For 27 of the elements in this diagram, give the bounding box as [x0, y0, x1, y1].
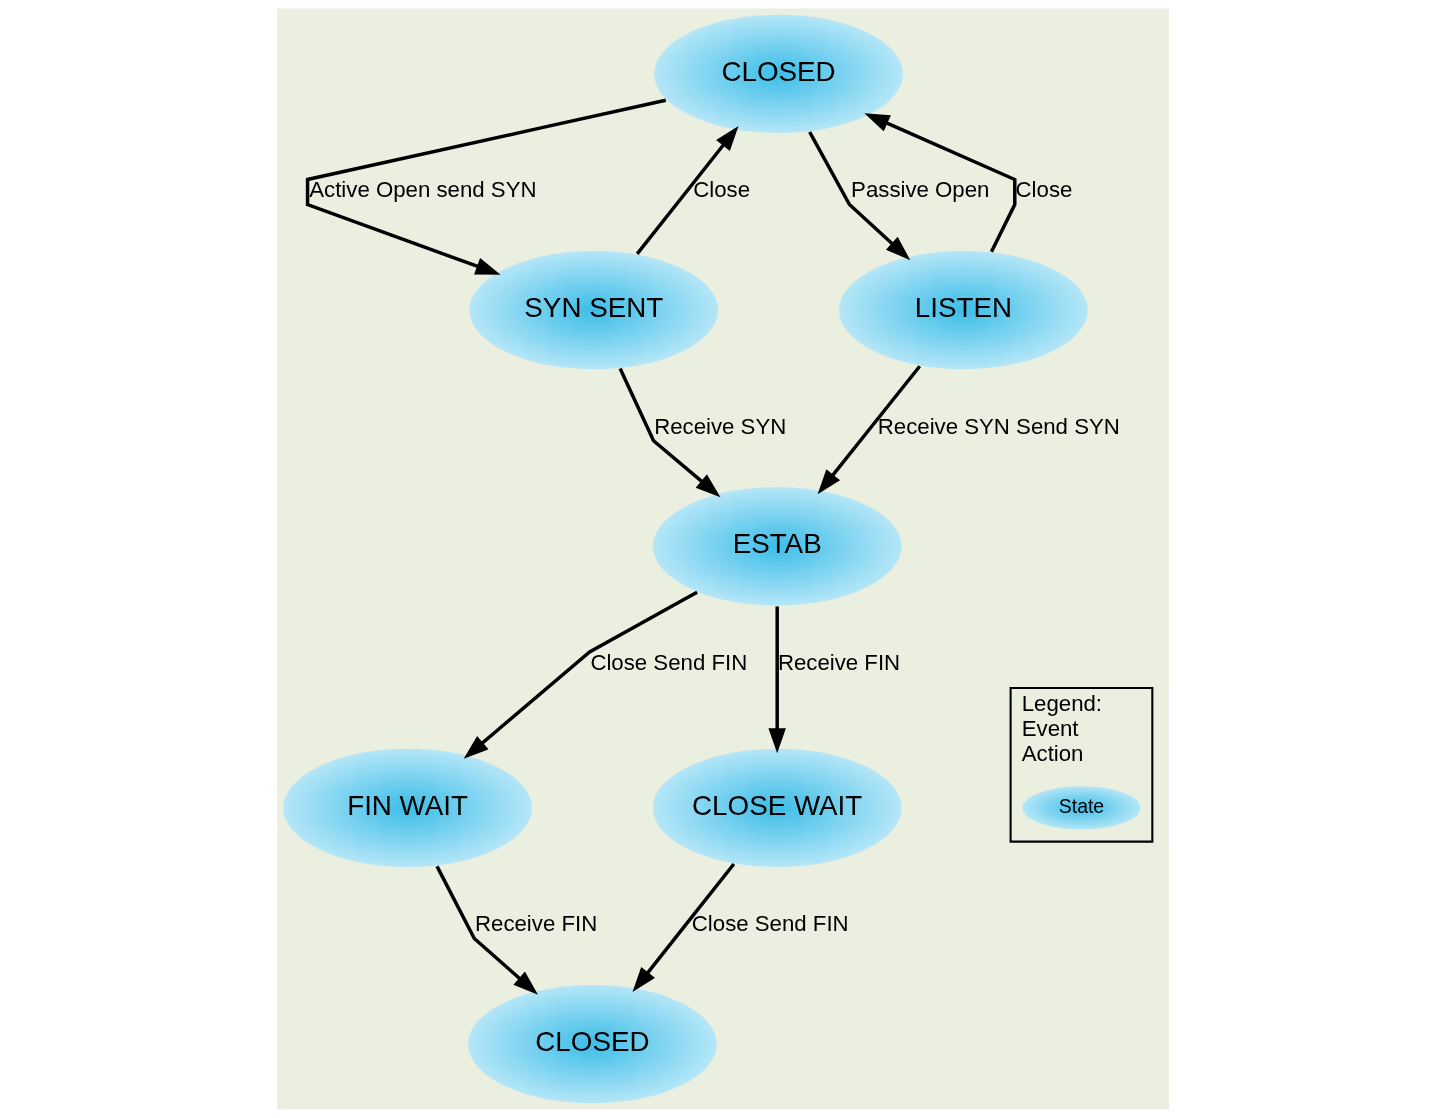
- node-ellipse: LISTEN: [837, 249, 1089, 371]
- node-ellipse: State: [1020, 784, 1142, 831]
- edge-label: Close: [1015, 177, 1072, 203]
- edge-label: Receive FIN: [474, 911, 597, 937]
- node-ellipse: SYN SENT: [467, 249, 720, 371]
- node-ellipse: CLOSE WAIT: [650, 747, 903, 869]
- arrow: [767, 606, 786, 754]
- arrow: [305, 98, 666, 275]
- arrow: [635, 125, 738, 255]
- edge-label: Passive Open: [850, 177, 989, 203]
- arrow: [863, 113, 1016, 253]
- edge-label: Close Send FIN: [691, 911, 849, 937]
- edge-label: Receive SYN: [653, 413, 786, 439]
- node-ellipse: CLOSED: [466, 983, 718, 1105]
- arrow: [435, 865, 538, 995]
- edge-label: Close: [692, 177, 750, 203]
- edge-label: Receive SYN Send SYN: [877, 413, 1120, 439]
- arrow: [463, 590, 698, 759]
- edge-label: Receive FIN: [777, 649, 900, 675]
- edge-label: Close Send FIN: [589, 649, 747, 675]
- arrow: [618, 367, 720, 498]
- node-ellipse: FIN WAIT: [281, 747, 533, 869]
- arrow: [817, 365, 921, 495]
- edge-label: Active Open send SYN: [308, 177, 537, 203]
- arrow: [632, 862, 735, 993]
- arrow: [807, 131, 910, 261]
- node-ellipse: ESTAB: [650, 485, 903, 607]
